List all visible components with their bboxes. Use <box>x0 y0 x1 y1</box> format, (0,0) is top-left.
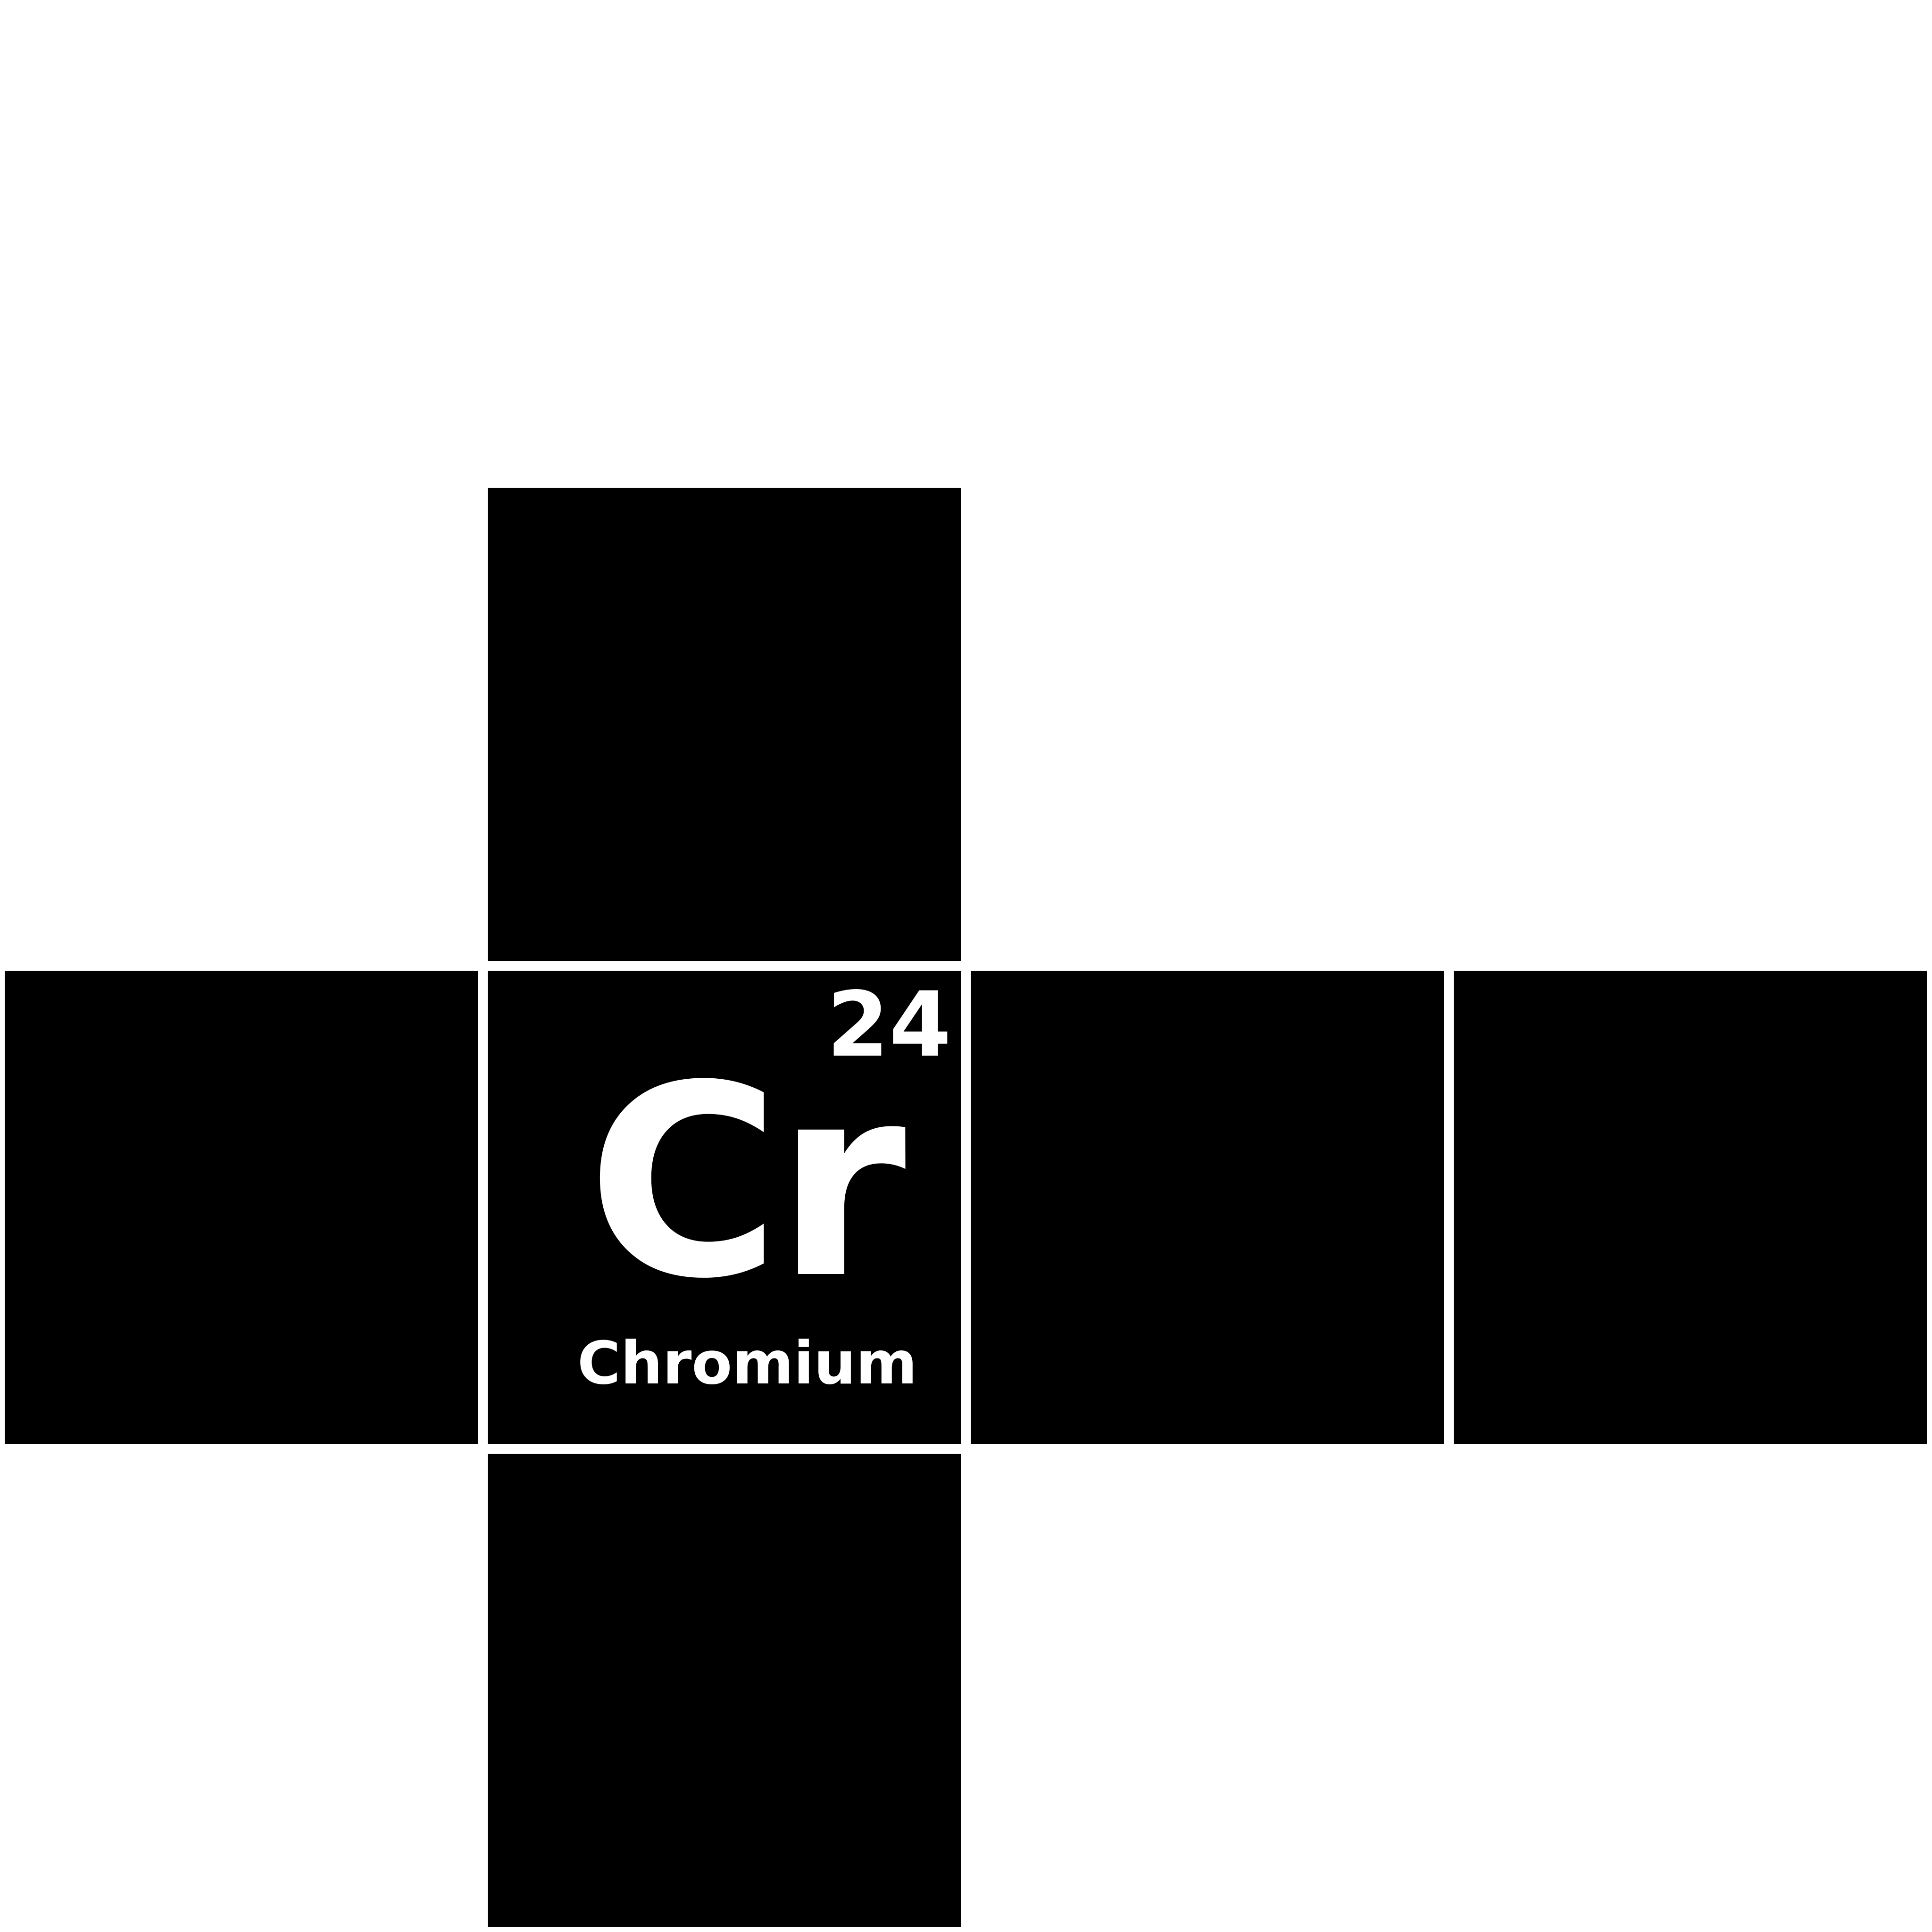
element-name: Chromium <box>577 1329 917 1398</box>
element-symbol: Cr <box>587 1029 906 1337</box>
tile-left <box>5 971 478 1444</box>
element-tile-chromium: 24 Cr Chromium <box>488 971 961 1444</box>
tile-right-1 <box>971 971 1444 1444</box>
atomic-number: 24 <box>826 973 951 1077</box>
tile-top <box>488 488 961 961</box>
tile-right-2 <box>1454 971 1927 1444</box>
tile-bottom <box>488 1454 961 1927</box>
